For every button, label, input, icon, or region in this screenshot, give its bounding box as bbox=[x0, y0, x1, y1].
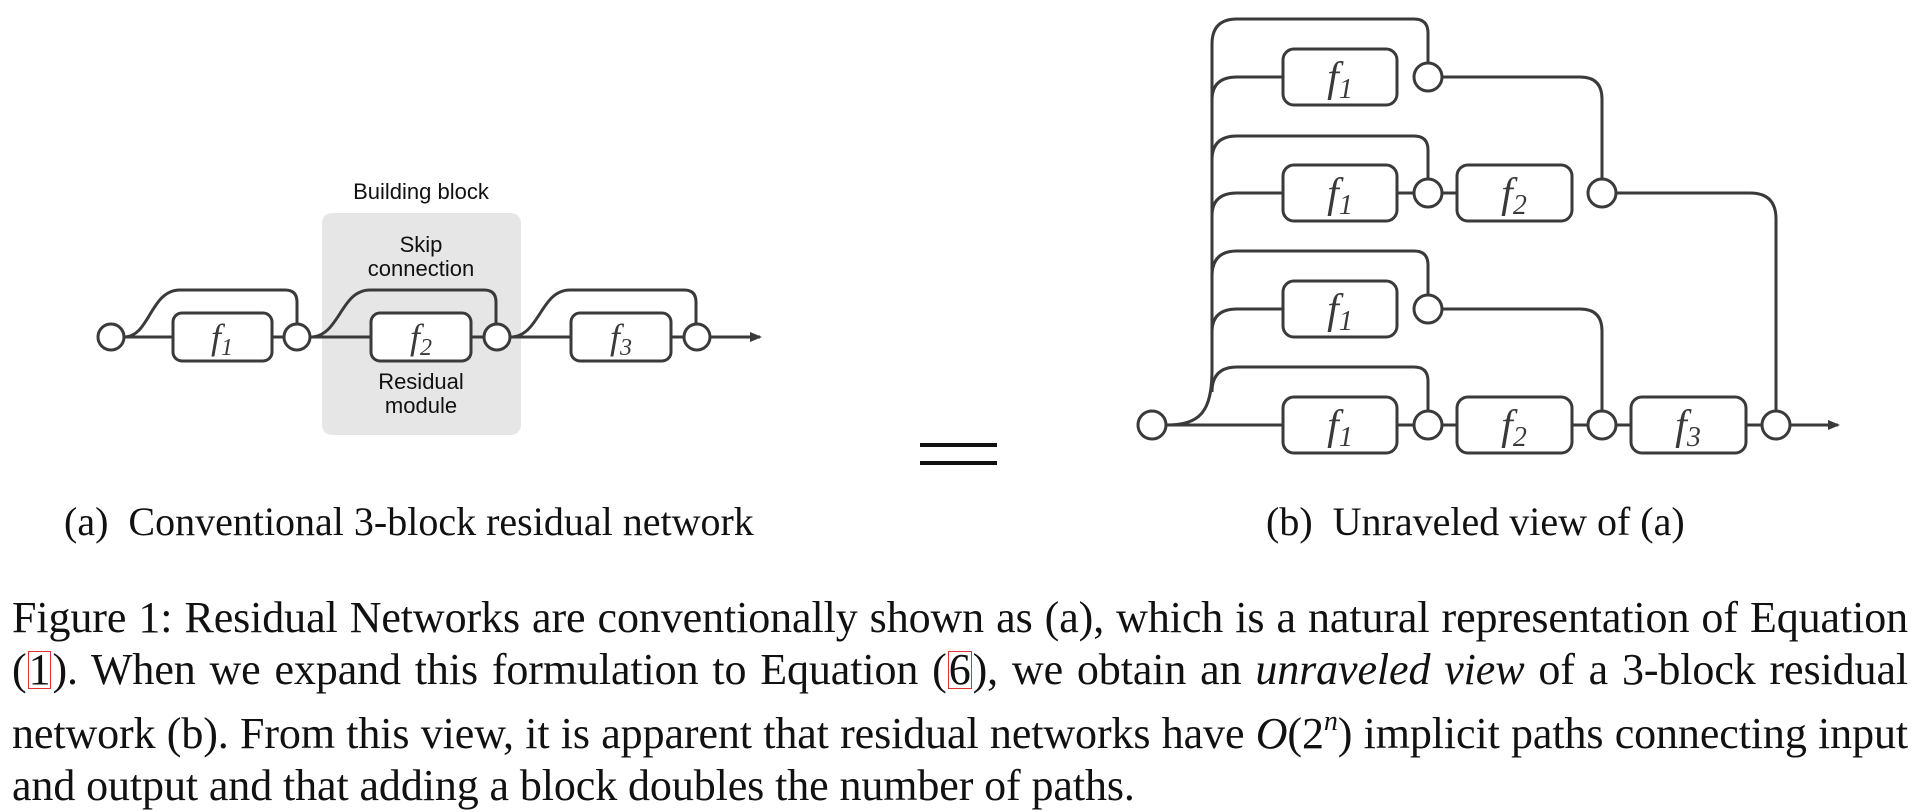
caption-part-1: Figure 1: Residual Networks are conventi… bbox=[12, 593, 1908, 694]
skip-connections bbox=[123, 288, 698, 339]
equation-ref-6-link[interactable]: 6 bbox=[947, 645, 972, 694]
panel-b-row2-block-f2: f2 bbox=[1455, 163, 1574, 223]
residual-module-label-line2: module bbox=[385, 393, 457, 418]
panel-b-row4-block-f1: f1 bbox=[1281, 395, 1399, 455]
panel-a: Building block Skip connection Residual … bbox=[64, 179, 762, 544]
math-close: ) bbox=[1337, 709, 1353, 758]
math-open: (2 bbox=[1287, 709, 1324, 758]
equals-sign bbox=[920, 443, 997, 465]
panel-b-nodes bbox=[1136, 61, 1792, 441]
panel-b-row1-block-f1: f1 bbox=[1281, 47, 1399, 107]
panel-b-row2-block-f1: f1 bbox=[1281, 163, 1399, 223]
caption-part-4: of a 3-block residual network (b). From … bbox=[12, 645, 1908, 758]
skip-connection-label-line1: Skip bbox=[400, 232, 443, 257]
math-superscript: n bbox=[1323, 706, 1338, 737]
figure-caption: Figure 1: Residual Networks are conventi… bbox=[12, 592, 1908, 812]
caption-part-5: implicit paths connecting input and outp… bbox=[12, 709, 1908, 810]
input-node bbox=[1136, 409, 1168, 441]
subcaption-a: (a) Conventional 3-block residual networ… bbox=[64, 499, 754, 544]
panel-b: f1 f1 f2 f1 f1 f2 f3 (b) Unraveled view … bbox=[1136, 17, 1840, 544]
caption-part-3: ), we obtain an bbox=[972, 645, 1256, 694]
panel-a-block-f2: f2 bbox=[369, 311, 473, 363]
building-block-label: Building block bbox=[353, 179, 490, 204]
panel-b-row4-block-f2: f2 bbox=[1455, 395, 1574, 455]
subcaption-b: (b) Unraveled view of (a) bbox=[1266, 499, 1685, 544]
residual-module-label-line1: Residual bbox=[378, 369, 464, 394]
panel-b-row3-block-f1: f1 bbox=[1281, 279, 1399, 339]
skip-connection-label-line2: connection bbox=[368, 256, 474, 281]
panel-b-row4-block-f3: f3 bbox=[1629, 395, 1748, 455]
math-big-o: O bbox=[1255, 709, 1288, 758]
caption-emphasis: unraveled view bbox=[1255, 645, 1525, 694]
equation-ref-1-link[interactable]: 1 bbox=[27, 645, 52, 694]
caption-part-2: ). When we expand this formulation to Eq… bbox=[52, 645, 947, 694]
panel-b-wires bbox=[1165, 17, 1840, 430]
panel-a-nodes bbox=[96, 322, 712, 352]
output-node bbox=[1760, 409, 1792, 441]
panel-a-block-f3: f3 bbox=[569, 311, 673, 363]
panel-a-block-f1: f1 bbox=[171, 311, 274, 363]
figure-diagram: Building block Skip connection Residual … bbox=[64, 17, 1840, 544]
